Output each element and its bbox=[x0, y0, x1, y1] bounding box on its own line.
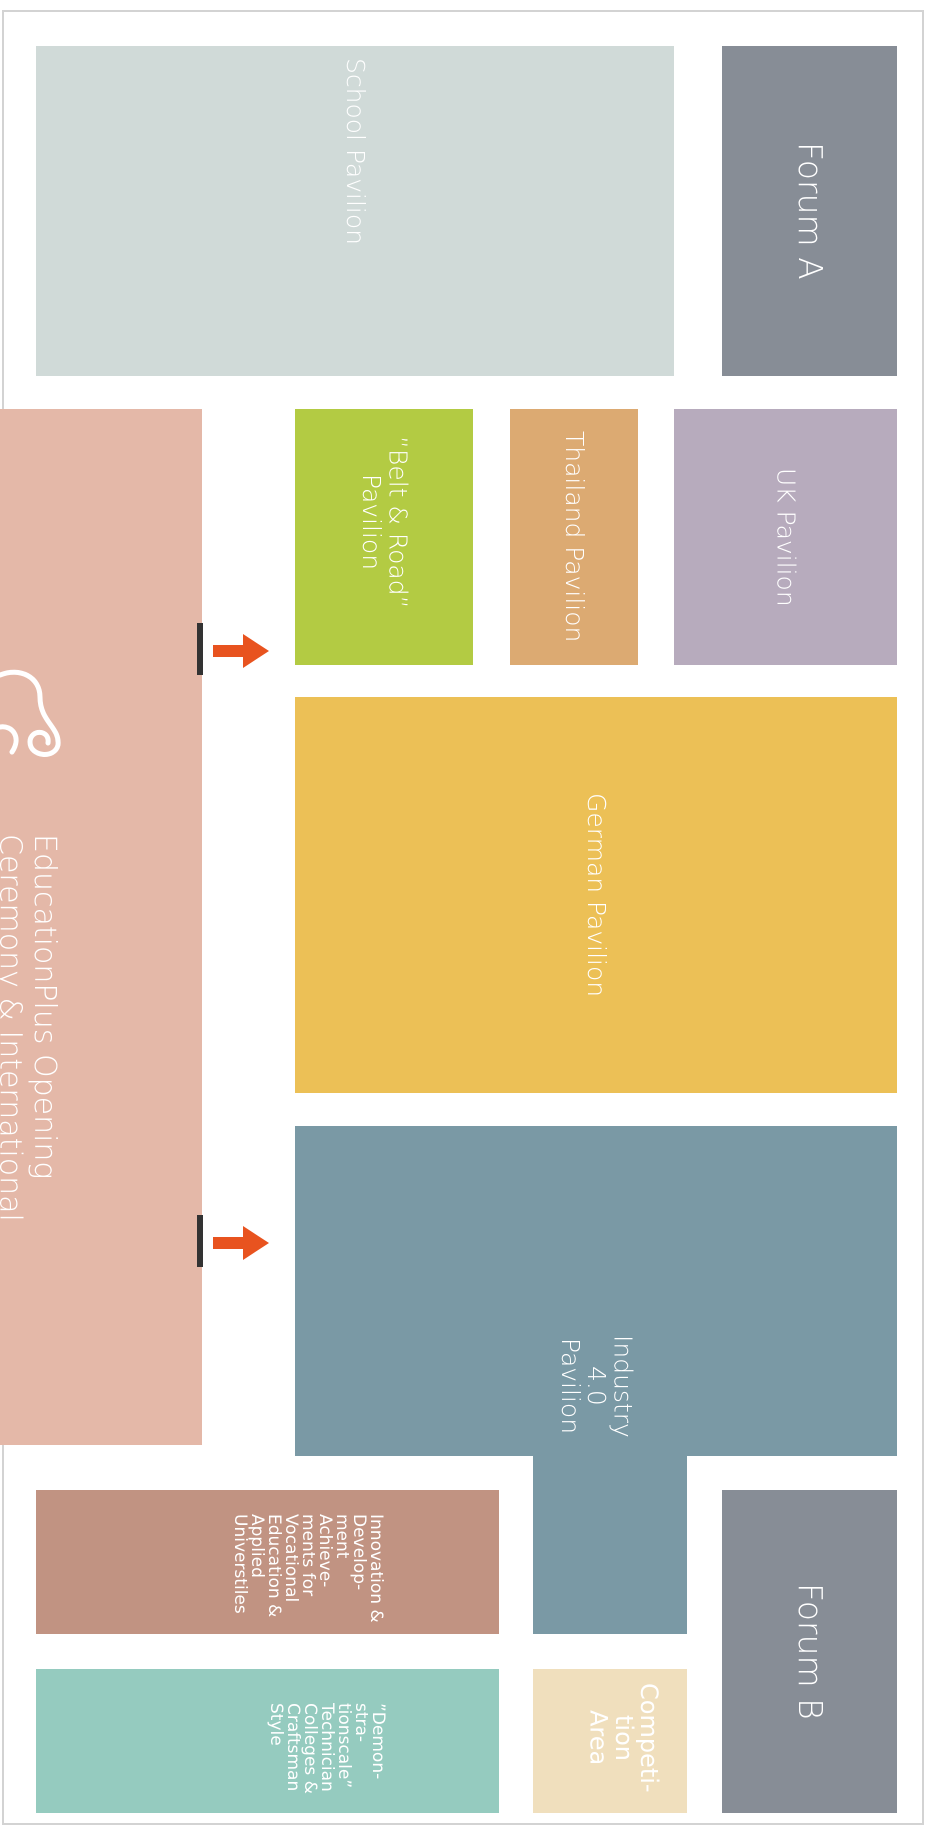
forum-b-zone[interactable]: Forum B bbox=[722, 1490, 897, 1813]
uk-pavilion-zone[interactable]: UK Pavilion bbox=[674, 409, 897, 665]
entry-door-marker bbox=[197, 1215, 203, 1267]
industry-pavilion-label: Industry 4.0 Pavilion bbox=[555, 1334, 638, 1438]
school-pavilion-label: School Pavilion bbox=[341, 57, 371, 245]
demonstration-label: ”Demon- stra- tionscale” Technician Coll… bbox=[266, 1703, 388, 1794]
thailand-pavilion-label: Thailand Pavilion bbox=[560, 431, 590, 643]
knot-icon bbox=[0, 669, 61, 757]
forum-a-label: Forum A bbox=[790, 142, 830, 280]
uk-pavilion-label: UK Pavilion bbox=[771, 467, 801, 607]
forum-b-label: Forum B bbox=[790, 1583, 830, 1720]
arrow-right-icon bbox=[213, 1226, 269, 1260]
ceremony-label: EducationPlus Opening Ceremony & Interna… bbox=[0, 834, 62, 1222]
belt-road-pavilion-label: ”Belt & Road” Pavilion bbox=[357, 435, 413, 609]
competition-area-label: Competi- tion Area bbox=[584, 1683, 663, 1793]
industry-pavilion-zone[interactable]: Industry 4.0 Pavilion bbox=[295, 1126, 897, 1456]
innovation-label: Innovation & Develop- ment Achieve- ment… bbox=[230, 1514, 386, 1623]
school-pavilion-zone[interactable]: School Pavilion bbox=[36, 46, 674, 376]
german-pavilion-label: German Pavilion bbox=[582, 792, 612, 998]
innovation-zone[interactable]: Innovation & Develop- ment Achieve- ment… bbox=[36, 1490, 499, 1634]
german-pavilion-zone[interactable]: German Pavilion bbox=[295, 697, 897, 1093]
industry-pavilion-extension bbox=[533, 1455, 687, 1634]
ceremony-zone[interactable]: EducationPlus Opening Ceremony & Interna… bbox=[0, 409, 202, 1445]
thailand-pavilion-zone[interactable]: Thailand Pavilion bbox=[510, 409, 638, 665]
competition-area-zone[interactable]: Competi- tion Area bbox=[533, 1669, 687, 1813]
belt-road-pavilion-zone[interactable]: ”Belt & Road” Pavilion bbox=[295, 409, 473, 665]
arrow-right-icon bbox=[213, 634, 269, 668]
forum-a-zone[interactable]: Forum A bbox=[722, 46, 897, 376]
demonstration-zone[interactable]: ”Demon- stra- tionscale” Technician Coll… bbox=[36, 1669, 499, 1813]
entry-door-marker bbox=[197, 623, 203, 675]
